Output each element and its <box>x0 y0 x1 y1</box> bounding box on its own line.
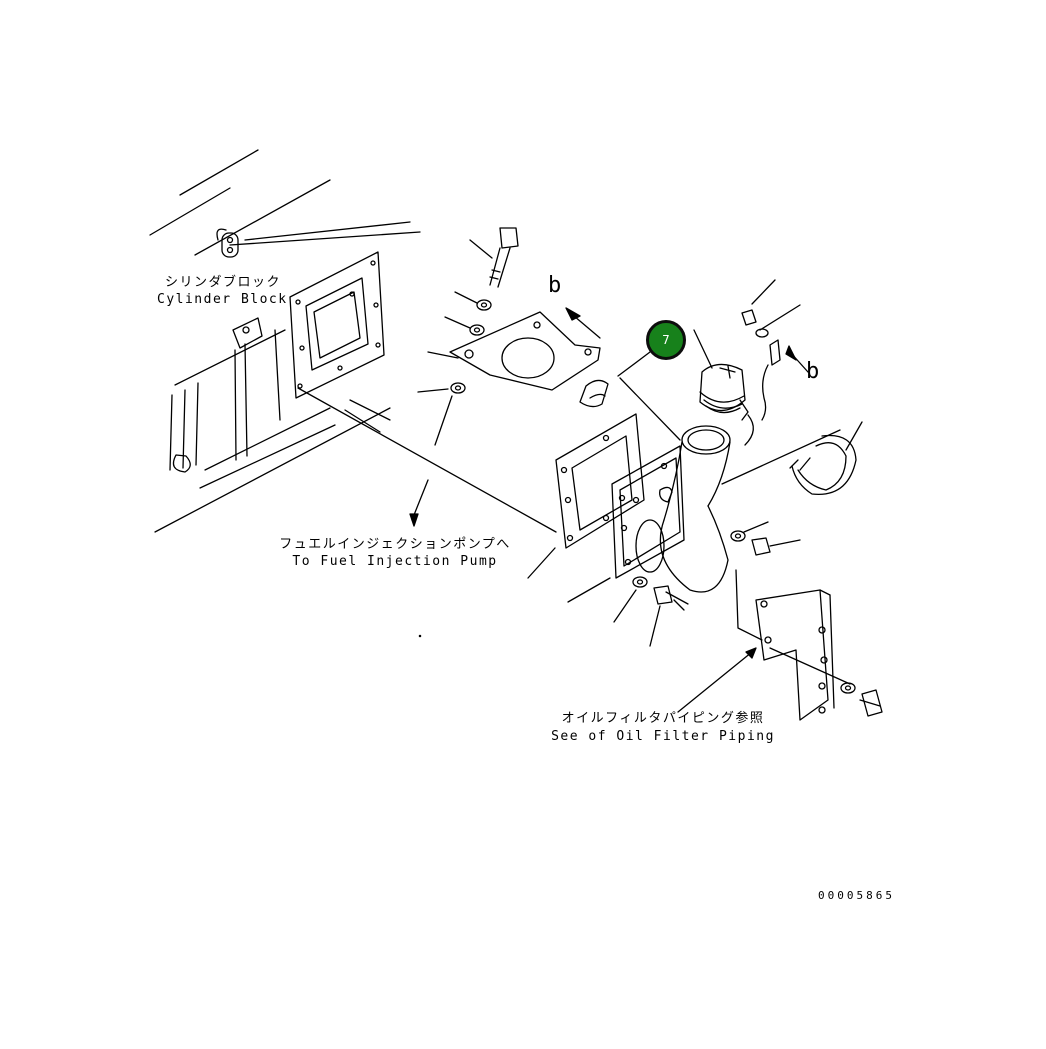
drawing-number: 00005865 <box>818 889 895 902</box>
tube-support-bracket <box>735 569 851 721</box>
leader-lines <box>297 387 757 713</box>
fuel-pump-label-en: To Fuel Injection Pump <box>292 554 498 569</box>
breather-hose <box>789 421 863 496</box>
cylinder-block-label-en: Cylinder Block <box>157 292 288 307</box>
cylinder-block <box>149 149 421 533</box>
oil-filter-label-en: See of Oil Filter Piping <box>551 729 775 744</box>
washers-and-bolts <box>613 521 883 717</box>
cylinder-block-label-jp: シリンダブロック <box>165 275 282 290</box>
gaskets-and-adapter <box>527 413 685 603</box>
part-callout-7[interactable]: 7 <box>646 320 686 360</box>
hose-clip <box>579 351 681 441</box>
mounting-bracket-parts <box>417 227 601 446</box>
filler-tube <box>635 425 841 593</box>
breather-cap <box>693 279 809 446</box>
view-mark-b-top: b <box>548 273 563 298</box>
view-mark-b-right: b <box>806 359 821 384</box>
oil-filter-label-jp: オイルフィルタパイピング参照 <box>561 711 765 726</box>
fuel-pump-label-jp: フュエルインジェクションポンプへ <box>279 537 511 552</box>
